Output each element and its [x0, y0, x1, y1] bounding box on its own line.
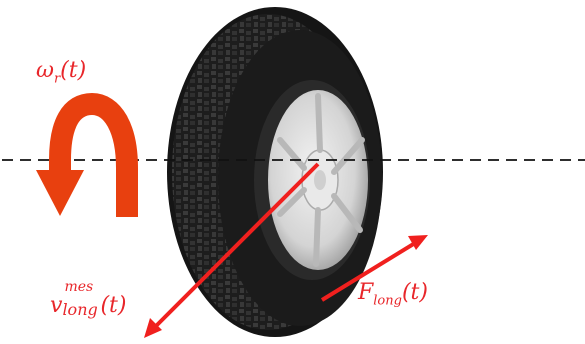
- tire-image: [167, 7, 383, 337]
- omega-label: ωr(t): [36, 60, 86, 85]
- force-label: Flong(t): [358, 282, 428, 307]
